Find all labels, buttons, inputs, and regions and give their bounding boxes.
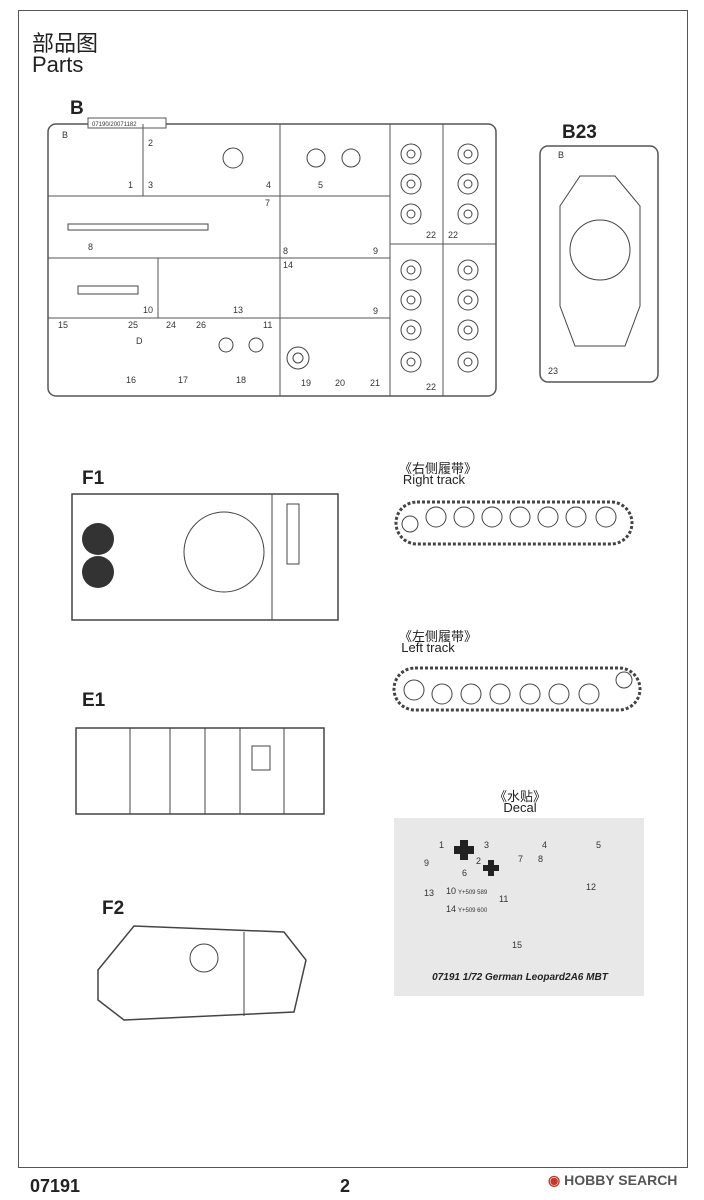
svg-text:1: 1 bbox=[439, 840, 444, 850]
svg-text:B: B bbox=[62, 130, 68, 140]
svg-text:3: 3 bbox=[148, 180, 153, 190]
sprue-b23-label: B23 bbox=[562, 122, 597, 143]
decal-sheet: 1 2 3 4 5 6 7 8 9 10 11 12 13 14 15 Y+50… bbox=[394, 818, 644, 996]
svg-text:17: 17 bbox=[178, 375, 188, 385]
svg-text:6: 6 bbox=[462, 868, 467, 878]
sprue-b-drawing: 07190/20071182 1 2 3 4 5 7 8 9 10 11 13 … bbox=[47, 117, 497, 397]
iron-cross-icon bbox=[454, 840, 474, 860]
svg-text:12: 12 bbox=[586, 882, 596, 892]
svg-text:15: 15 bbox=[512, 940, 522, 950]
svg-text:14: 14 bbox=[283, 260, 293, 270]
sprue-b-label: B bbox=[70, 98, 84, 119]
svg-text:4: 4 bbox=[542, 840, 547, 850]
part-f1-label: F1 bbox=[82, 468, 105, 489]
watermark-logo: ◉ HOBBY SEARCH bbox=[548, 1172, 677, 1189]
svg-text:9: 9 bbox=[373, 246, 378, 256]
svg-text:1: 1 bbox=[128, 180, 133, 190]
svg-text:11: 11 bbox=[499, 894, 508, 904]
iron-cross-icon bbox=[483, 860, 499, 876]
svg-text:9: 9 bbox=[424, 858, 429, 868]
svg-text:10: 10 bbox=[446, 886, 456, 896]
svg-text:Y+509 589: Y+509 589 bbox=[458, 890, 488, 896]
svg-text:19: 19 bbox=[301, 378, 311, 388]
svg-text:3: 3 bbox=[484, 840, 489, 850]
page-border bbox=[18, 10, 688, 1168]
product-code: 07191 bbox=[30, 1176, 81, 1196]
svg-text:22: 22 bbox=[426, 382, 436, 392]
svg-text:5: 5 bbox=[318, 180, 323, 190]
left-track-label-en: Left track bbox=[401, 640, 455, 655]
left-track-label-zh: 《左侧履带》 bbox=[398, 629, 477, 644]
svg-text:16: 16 bbox=[126, 375, 136, 385]
decal-label-zh: 《水贴》 bbox=[493, 789, 546, 804]
svg-text:23: 23 bbox=[548, 366, 558, 376]
part-f2-drawing bbox=[97, 925, 307, 1021]
svg-text:25: 25 bbox=[128, 320, 138, 330]
svg-text:D: D bbox=[136, 336, 143, 346]
part-f2-label: F2 bbox=[102, 898, 125, 919]
title-chinese: 部品图 bbox=[32, 32, 99, 57]
decal-caption: 07191 1/72 German Leopard2A6 MBT bbox=[432, 972, 608, 983]
svg-text:14: 14 bbox=[446, 904, 456, 914]
svg-text:11: 11 bbox=[263, 320, 272, 330]
svg-text:24: 24 bbox=[166, 320, 176, 330]
page-number: 2 bbox=[340, 1176, 351, 1196]
right-track-drawing bbox=[394, 500, 634, 546]
svg-text:8: 8 bbox=[283, 246, 288, 256]
title-english: Parts bbox=[32, 52, 84, 77]
left-track-drawing bbox=[392, 666, 642, 712]
right-track-label-en: Right track bbox=[402, 472, 466, 487]
svg-text:8: 8 bbox=[88, 242, 93, 252]
svg-text:18: 18 bbox=[236, 375, 246, 385]
svg-text:7: 7 bbox=[518, 854, 523, 864]
svg-text:20: 20 bbox=[335, 378, 345, 388]
sprue-b23-drawing: B 23 bbox=[539, 145, 659, 383]
decal-label-en: Decal bbox=[503, 800, 537, 815]
svg-text:22: 22 bbox=[448, 230, 458, 240]
svg-text:21: 21 bbox=[370, 378, 380, 388]
svg-text:22: 22 bbox=[426, 230, 436, 240]
svg-text:7: 7 bbox=[265, 198, 270, 208]
svg-text:4: 4 bbox=[266, 180, 271, 190]
hobby-search-icon: ◉ bbox=[548, 1172, 561, 1188]
part-e1-label: E1 bbox=[82, 690, 106, 711]
svg-text:15: 15 bbox=[58, 320, 68, 330]
svg-text:5: 5 bbox=[596, 840, 601, 850]
svg-text:9: 9 bbox=[373, 306, 378, 316]
svg-text:13: 13 bbox=[233, 305, 243, 315]
svg-text:10: 10 bbox=[143, 305, 153, 315]
svg-text:2: 2 bbox=[476, 856, 481, 866]
svg-text:8: 8 bbox=[538, 854, 543, 864]
svg-text:13: 13 bbox=[424, 888, 434, 898]
svg-text:B: B bbox=[558, 150, 564, 160]
part-f1-drawing bbox=[71, 493, 339, 621]
sprue-code: 07190/20071182 bbox=[92, 122, 137, 128]
svg-text:26: 26 bbox=[196, 320, 206, 330]
watermark-text: HOBBY SEARCH bbox=[564, 1172, 678, 1188]
part-e1-drawing bbox=[75, 727, 325, 815]
right-track-label-zh: 《右侧履带》 bbox=[398, 461, 477, 476]
svg-text:Y+509 600: Y+509 600 bbox=[458, 908, 488, 914]
svg-text:2: 2 bbox=[148, 138, 153, 148]
